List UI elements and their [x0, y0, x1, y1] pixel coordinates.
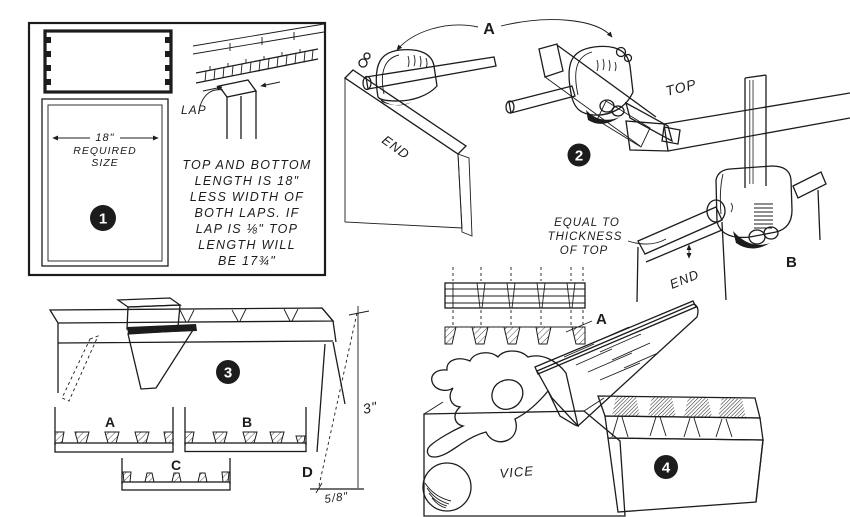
dimension-18in: 18": [95, 132, 114, 144]
end-board-edge-grain: [637, 206, 723, 255]
thumbscrew: [615, 46, 627, 58]
gauge-stem: [744, 74, 767, 188]
gauge-beam-end: [624, 101, 674, 143]
note-line: BOTH LAPS. IF: [194, 206, 299, 220]
note-line: LENGTH WILL: [198, 238, 296, 252]
run-dimension: 5/8": [324, 491, 350, 506]
lap-face: [217, 79, 258, 98]
gauge-beam: [508, 85, 576, 114]
saw-handle: [426, 350, 579, 458]
step-number: 3: [224, 365, 232, 382]
panel-1-border: [27, 21, 327, 277]
end-board-label: END: [668, 266, 702, 291]
gauge-on-top-board: TOP: [505, 43, 850, 152]
panel-2-marking-gauges: END A TOP: [343, 19, 850, 303]
note-line: EQUAL TO: [554, 217, 620, 229]
top-board-label: TOP: [664, 76, 698, 99]
end-board-label: END: [379, 132, 412, 162]
lap-label: LAP: [181, 103, 207, 117]
size-label: SIZE: [91, 157, 118, 169]
top-board-end-grain: [625, 120, 669, 152]
gauge-b-label: B: [786, 254, 797, 271]
bevel-stick: [61, 335, 99, 402]
note-line: BE 17¾": [218, 254, 276, 268]
thumbscrew: [358, 58, 368, 68]
handle-grip: [426, 350, 579, 458]
required-label: REQUIRED: [73, 145, 136, 157]
grip-hole: [491, 379, 524, 410]
dovetail-saw: [534, 300, 699, 427]
step-2-badge: 2: [567, 143, 591, 167]
rise-dimension: 3": [361, 398, 379, 417]
note-line: THICKNESS: [548, 231, 623, 243]
pointer-a: A: [396, 19, 613, 51]
section-a-label: A: [105, 414, 115, 430]
dovetail-teeth: [44, 37, 172, 85]
lap-joint-detail: LAP: [181, 23, 325, 139]
step-1-badge: 1: [90, 205, 116, 231]
note-line: LAP IS ⅛" TOP: [196, 222, 299, 236]
note-line: OF TOP: [560, 245, 608, 257]
step-4-badge: 4: [654, 455, 678, 479]
gauge-head: [568, 45, 634, 116]
board-end-grain: [538, 43, 564, 78]
step-number: 1: [99, 211, 107, 228]
gauge-beam: [365, 56, 497, 90]
dovetail-pin: [127, 329, 195, 390]
section-c: C: [121, 457, 231, 491]
step-3-badge: 3: [216, 360, 240, 384]
slope-guide-d: 3" 5/8" D: [302, 306, 379, 506]
vice-handle-knob: [422, 462, 472, 512]
required-size-frame: 18" REQUIRED SIZE: [41, 98, 169, 267]
thickness-note: EQUAL TO THICKNESS OF TOP: [548, 217, 667, 257]
waste-pins: [444, 326, 586, 345]
section-b-label: B: [242, 414, 252, 430]
note-line: LESS WIDTH OF: [190, 190, 304, 204]
section-a: A: [54, 407, 174, 453]
panel-3-dovetail-layout: 3 A B: [48, 297, 379, 506]
note-line: TOP AND BOTTOM: [182, 158, 311, 172]
pointer-a-label: A: [483, 21, 495, 38]
note-line: LENGTH IS 18": [195, 174, 300, 188]
clamped-board: [597, 395, 764, 513]
step-number: 2: [575, 148, 583, 165]
vice: VICE: [422, 397, 626, 517]
shoulder-band: [127, 324, 197, 334]
saw-spine: [534, 300, 697, 375]
vice-label: VICE: [499, 463, 535, 481]
marked-strip: A: [444, 267, 607, 345]
box-top-view: [43, 29, 173, 94]
board-edge-hatch: [596, 100, 651, 148]
gauge-on-end-board: END: [343, 48, 497, 237]
upright-gauge-on-end: END B: [636, 74, 827, 303]
bench-block: [607, 437, 764, 513]
board-with-pin: [48, 297, 346, 453]
step-number: 4: [662, 460, 671, 477]
panel-1-cutting-list: 18" REQUIRED SIZE LAP TOP AND BOTTOM LEN…: [27, 21, 327, 277]
section-c-label: C: [171, 457, 181, 473]
gauge-head: [715, 165, 793, 239]
thumbscrew: [706, 199, 726, 223]
panel-1-note: TOP AND BOTTOM LENGTH IS 18" LESS WIDTH …: [182, 158, 311, 268]
panel-4-sawing: A VICE: [422, 267, 764, 517]
gauge-head: [375, 48, 438, 102]
section-b: B: [184, 407, 307, 453]
strip-label: A: [596, 311, 607, 328]
slope-label: D: [302, 464, 313, 481]
